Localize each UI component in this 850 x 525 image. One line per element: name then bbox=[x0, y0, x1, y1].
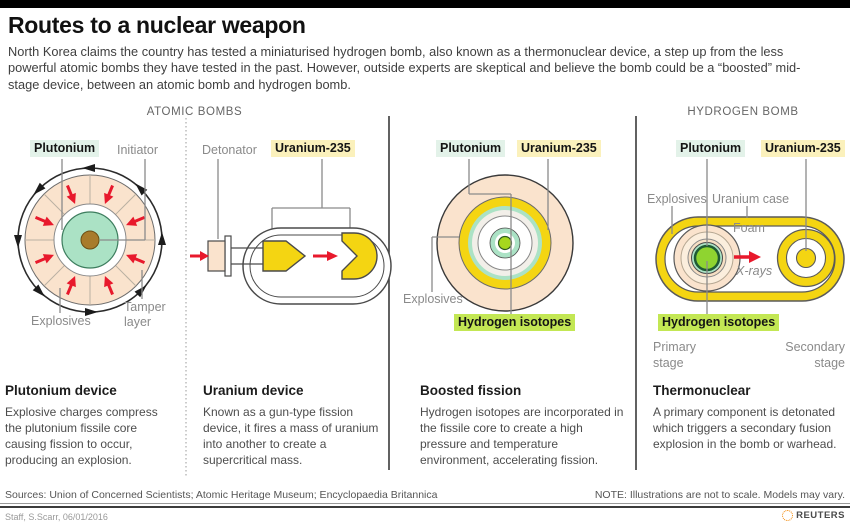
xray-arrow bbox=[734, 251, 761, 263]
section-heading: Thermonuclear bbox=[653, 383, 751, 398]
section-body: Explosive charges compress the plutonium… bbox=[5, 405, 158, 467]
section-plutonium-device: Plutonium device Explosive charges compr… bbox=[5, 383, 177, 469]
label-hydrogen-isotopes-p4: Hydrogen isotopes bbox=[658, 314, 780, 331]
section-thermonuclear: Thermonuclear A primary component is det… bbox=[653, 383, 841, 453]
section-body: A primary component is detonated which t… bbox=[653, 405, 837, 451]
plutonium-device-diagram bbox=[14, 159, 166, 316]
reuters-circle-icon bbox=[782, 510, 794, 521]
label-explosives-p3: Explosives bbox=[403, 292, 463, 306]
label-plutonium-p3: Plutonium bbox=[436, 140, 506, 157]
label-initiator: Initiator bbox=[117, 143, 158, 157]
thermonuclear-diagram bbox=[655, 159, 845, 314]
group-header-hydrogen-bomb: HYDROGEN BOMB bbox=[687, 106, 799, 118]
footer-rule-thin bbox=[0, 503, 850, 504]
label-plutonium-p1: Plutonium bbox=[30, 140, 100, 157]
footer-rule-thick bbox=[0, 506, 850, 508]
label-uranium-p4: Uranium-235 bbox=[761, 140, 845, 157]
label-foam: Foam bbox=[733, 221, 765, 235]
section-boosted-fission: Boosted fission Hydrogen isotopes are in… bbox=[420, 383, 628, 469]
reuters-wordmark: REUTERS bbox=[796, 510, 845, 521]
leader-lines-p3 bbox=[431, 159, 549, 315]
fire-arrow bbox=[313, 251, 338, 261]
intro-paragraph: North Korea claims the country has teste… bbox=[8, 44, 801, 92]
label-primary-stage: Primary stage bbox=[653, 340, 697, 370]
leader-lines-p2 bbox=[217, 159, 351, 239]
label-detonator: Detonator bbox=[202, 143, 257, 157]
boosted-fission-diagram bbox=[431, 159, 574, 315]
section-uranium-device: Uranium device Known as a gun-type fissi… bbox=[203, 383, 389, 469]
uranium-target bbox=[341, 232, 378, 280]
label-plutonium-p4: Plutonium bbox=[676, 140, 746, 157]
gun-barrel-inner bbox=[249, 234, 385, 298]
label-explosives-p4: Explosives bbox=[647, 192, 707, 206]
leader-lines-p4 bbox=[671, 159, 807, 314]
reuters-logo: REUTERS bbox=[782, 510, 845, 521]
top-black-bar bbox=[0, 0, 850, 8]
section-heading: Boosted fission bbox=[420, 383, 522, 398]
detonator-arrow bbox=[190, 251, 209, 261]
primary-stage-core bbox=[673, 224, 741, 292]
label-explosives-p1: Explosives bbox=[31, 314, 91, 328]
section-body: Known as a gun-type fission device, it f… bbox=[203, 405, 379, 467]
group-header-atomic-bombs: ATOMIC BOMBS bbox=[146, 106, 243, 118]
section-body: Hydrogen isotopes are incorporated in th… bbox=[420, 405, 624, 467]
label-secondary-stage: Secondary stage bbox=[785, 340, 845, 370]
secondary-stage-core bbox=[776, 228, 836, 288]
implosion-arrows bbox=[34, 184, 146, 296]
byline-credit: Staff, S.Scarr, 06/01/2016 bbox=[5, 512, 108, 522]
leader-lines-p1 bbox=[59, 159, 146, 313]
detonator-block bbox=[207, 240, 226, 272]
label-hydrogen-isotopes-p3: Hydrogen isotopes bbox=[454, 314, 576, 331]
sources-line: Sources: Union of Concerned Scientists; … bbox=[5, 489, 438, 501]
uranium-projectile bbox=[262, 240, 307, 272]
section-heading: Uranium device bbox=[203, 383, 304, 398]
label-uranium-p3: Uranium-235 bbox=[517, 140, 601, 157]
initiator-core bbox=[80, 230, 100, 250]
page-title: Routes to a nuclear weapon bbox=[8, 12, 306, 38]
label-xrays: X-rays bbox=[736, 264, 773, 278]
label-uranium-case: Uranium case bbox=[712, 192, 790, 206]
uranium-device-diagram bbox=[190, 159, 392, 305]
label-tamper-layer: Tamper layer bbox=[124, 300, 166, 329]
note-line: NOTE: Illustrations are not to scale. Mo… bbox=[594, 489, 845, 501]
hydrogen-core bbox=[497, 235, 513, 251]
rotation-arrowheads bbox=[14, 164, 166, 316]
label-uranium-p2: Uranium-235 bbox=[271, 140, 355, 157]
section-heading: Plutonium device bbox=[5, 383, 117, 398]
